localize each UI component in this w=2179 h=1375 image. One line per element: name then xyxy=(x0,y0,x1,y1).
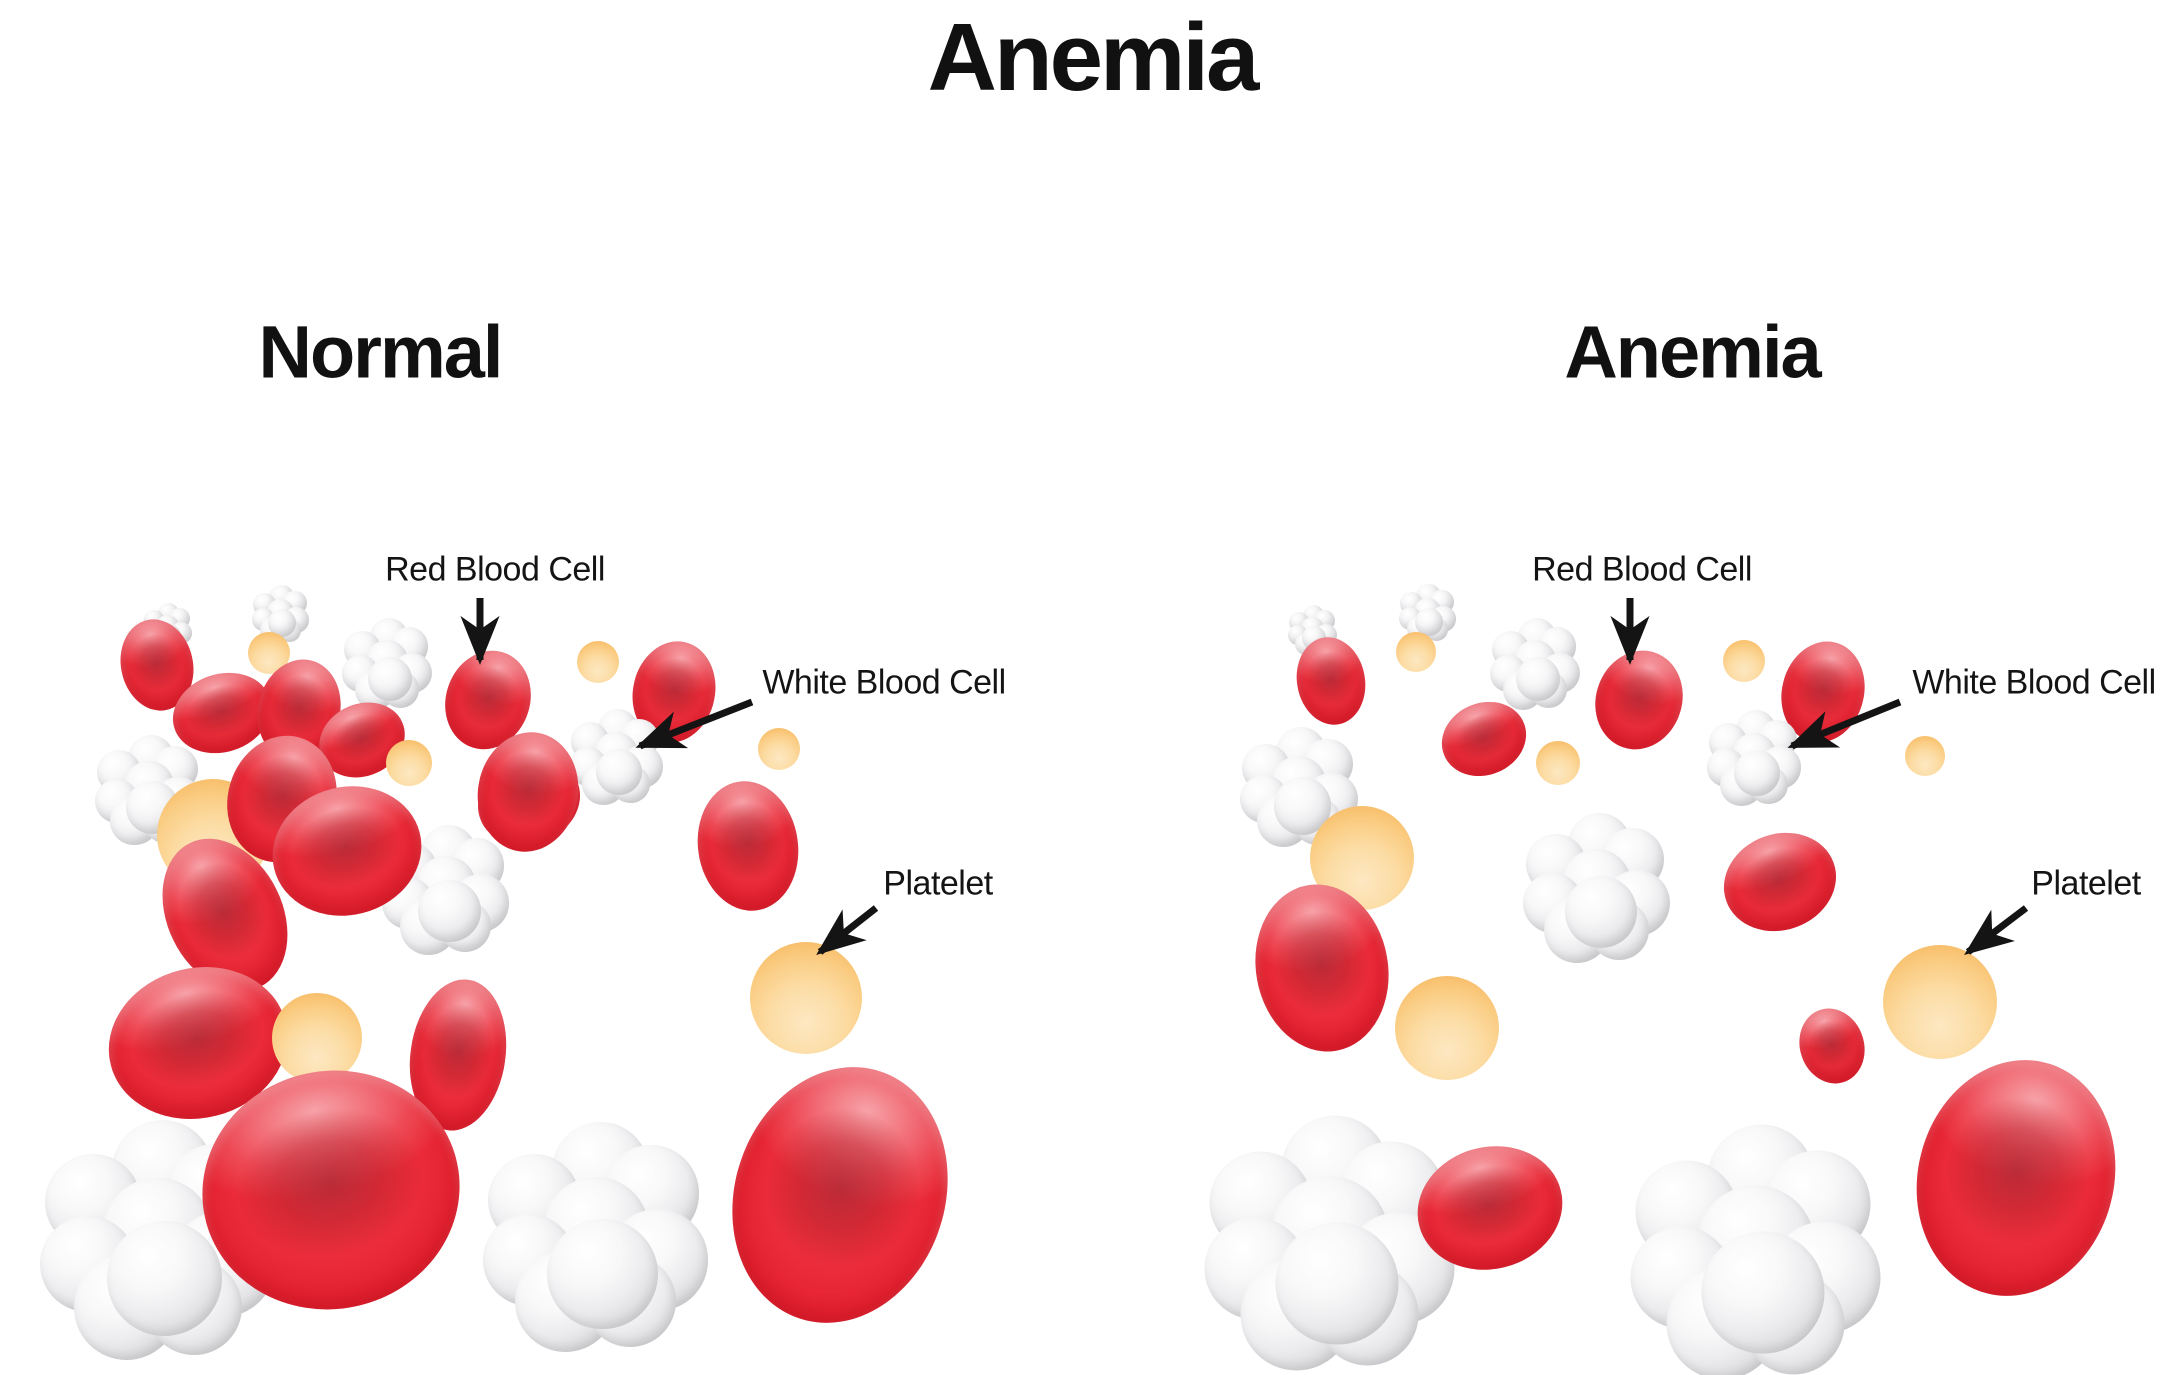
cell-label: Red Blood Cell xyxy=(1532,550,1752,589)
cell-label: White Blood Cell xyxy=(1912,663,2156,702)
platelet xyxy=(750,942,862,1054)
wbc-lobe xyxy=(1275,1222,1399,1345)
platelet xyxy=(386,740,432,786)
wbc-lobe xyxy=(547,1218,658,1329)
diagram-title: Anemia xyxy=(927,4,1260,111)
wbc-lobe xyxy=(367,656,412,701)
annotation-arrow xyxy=(1964,905,2029,955)
wbc-lobe xyxy=(418,879,481,942)
red-blood-cell xyxy=(1710,817,1850,947)
panel-heading-normal: Normal xyxy=(258,310,504,394)
red-blood-cell xyxy=(1789,999,1875,1093)
white-blood-cell xyxy=(1399,584,1457,642)
wbc-lobe xyxy=(1515,656,1560,701)
white-blood-cell xyxy=(1630,1124,1886,1375)
white-blood-cell xyxy=(1707,710,1803,806)
red-blood-cell xyxy=(689,774,807,918)
wbc-lobe xyxy=(1415,608,1444,637)
wbc-lobe xyxy=(1565,876,1637,948)
wbc-lobe xyxy=(107,1220,223,1336)
platelet xyxy=(1536,741,1580,785)
white-blood-cell xyxy=(95,735,205,845)
cell-label: Red Blood Cell xyxy=(385,550,605,589)
platelet xyxy=(758,728,800,770)
white-blood-cell xyxy=(1204,1115,1460,1371)
platelet xyxy=(1395,976,1499,1080)
white-blood-cell xyxy=(1240,727,1360,847)
cell-label: Platelet xyxy=(2031,864,2141,903)
annotation-arrow xyxy=(816,905,879,956)
platelet xyxy=(272,993,362,1083)
red-blood-cell xyxy=(699,1038,981,1352)
platelet xyxy=(1396,632,1436,672)
white-blood-cell xyxy=(1490,618,1582,710)
white-blood-cell xyxy=(252,585,310,643)
platelet xyxy=(577,641,619,683)
red-blood-cell xyxy=(1892,1038,2140,1318)
platelet xyxy=(1883,945,1997,1059)
cell-label: White Blood Cell xyxy=(762,663,1006,702)
white-blood-cell xyxy=(342,618,434,710)
platelet xyxy=(1723,640,1765,682)
white-blood-cell xyxy=(1523,813,1673,963)
wbc-lobe xyxy=(595,749,642,796)
white-blood-cell xyxy=(569,709,665,805)
wbc-lobe xyxy=(1701,1231,1825,1354)
wbc-lobe xyxy=(1733,750,1780,797)
white-blood-cell xyxy=(483,1122,713,1352)
red-blood-cell xyxy=(1582,639,1696,761)
panel-heading-anemia: Anemia xyxy=(1564,310,1821,394)
cell-label: Platelet xyxy=(883,864,993,903)
platelet xyxy=(1905,736,1945,776)
